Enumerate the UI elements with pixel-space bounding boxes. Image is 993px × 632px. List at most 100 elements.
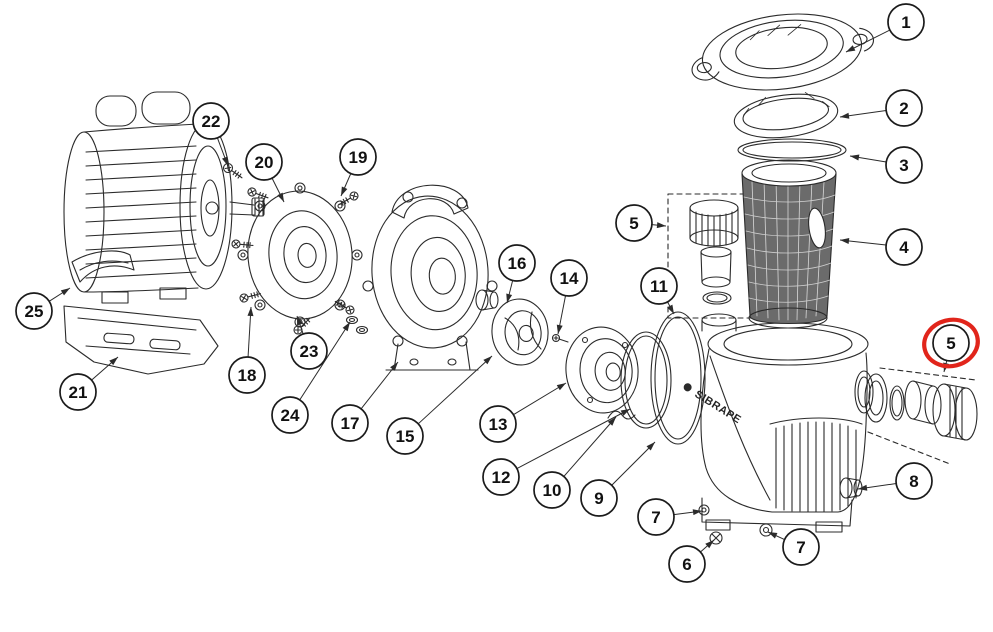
callout-number: 4 [899, 238, 909, 257]
callout-number: 25 [25, 302, 44, 321]
callout-number: 9 [594, 489, 603, 508]
callout-balloon [885, 89, 923, 127]
callout-arrowhead [768, 532, 778, 539]
callout-number: 11 [650, 277, 668, 296]
callout-balloon [59, 373, 97, 411]
callout-arrowhead [705, 540, 714, 549]
union-kit-right-drawing [864, 367, 978, 465]
callout-number: 23 [300, 342, 319, 361]
callout-number: 12 [492, 468, 511, 487]
callout-arrowhead [247, 307, 254, 317]
callout-balloon [640, 267, 678, 305]
callout-number: 8 [909, 472, 918, 491]
callout-arrowhead [667, 304, 674, 314]
callout-balloon [331, 404, 369, 442]
callout-arrowhead [506, 293, 513, 303]
callout-arrowhead [277, 192, 284, 202]
callout-number: 13 [489, 415, 508, 434]
callout-number: 7 [796, 538, 805, 557]
callout-balloon [580, 479, 618, 517]
pump-exploded-drawing: SIBRAPE [63, 13, 978, 545]
callout-number: 16 [508, 254, 527, 273]
callout-balloon [290, 332, 328, 370]
callout-number: 14 [560, 269, 579, 288]
callout-number: 15 [396, 427, 415, 446]
washers-drawing [345, 315, 369, 335]
callout-leader [513, 382, 567, 416]
callout-layer: 1234556778910111213141516171819202122232… [15, 3, 980, 583]
callout-number: 10 [543, 481, 562, 500]
callout-number: 5 [946, 334, 955, 353]
callout-arrowhead [556, 324, 563, 334]
callout-number: 1 [901, 13, 910, 32]
bracket-drawing [362, 184, 499, 371]
callout-balloon [637, 498, 675, 536]
brand-label: SIBRAPE [692, 388, 743, 426]
callout-leader [299, 321, 351, 401]
callout-balloon [482, 458, 520, 496]
impeller-drawing [491, 298, 549, 366]
callout-balloon [885, 146, 923, 184]
callout-number: 19 [349, 148, 368, 167]
callout-arrowhead [858, 484, 868, 491]
callout-balloon [885, 228, 923, 266]
callout-arrowhead [109, 357, 118, 366]
callout-number: 22 [202, 112, 221, 131]
callout-balloon [245, 143, 283, 181]
diffuser-oring-drawing [620, 331, 672, 429]
tank-body-drawing: SIBRAPE [683, 313, 874, 545]
callout-arrowhead [556, 383, 566, 391]
callout-balloon [339, 138, 377, 176]
callout-balloon [479, 405, 517, 443]
callout-arrowhead [297, 316, 303, 326]
callout-balloon [533, 471, 571, 509]
callout-balloon [932, 324, 970, 362]
callout-balloon [550, 259, 588, 297]
callout-leader [417, 355, 493, 425]
callout-arrowhead [656, 222, 666, 229]
callout-number: 17 [341, 414, 360, 433]
callout-leader [563, 416, 617, 477]
callout-balloon [498, 244, 536, 282]
callout-number: 2 [899, 99, 908, 118]
diffuser-drawing [565, 326, 639, 414]
callout-number: 18 [238, 366, 257, 385]
lid-oring-drawing [737, 138, 847, 162]
callout-arrowhead [60, 288, 70, 296]
callout-balloon [668, 545, 706, 583]
lid-drawing [691, 13, 874, 91]
union-kit-left-drawing [667, 193, 757, 319]
callout-arrowhead [620, 409, 630, 416]
callout-arrowhead [846, 45, 856, 52]
callout-balloon [228, 356, 266, 394]
callout-number: 5 [629, 214, 638, 233]
lid-seal-drawing [733, 92, 839, 139]
callout-number: 7 [651, 508, 660, 527]
callout-leader [516, 408, 631, 470]
callout-balloon [192, 102, 230, 140]
callout-arrowhead [840, 237, 850, 244]
callout-arrowhead [222, 156, 228, 166]
callout-arrowhead [607, 417, 616, 426]
callout-arrowhead [342, 322, 350, 332]
callout-number: 6 [682, 555, 691, 574]
motor-base-drawing [63, 305, 219, 375]
callout-number: 3 [899, 156, 908, 175]
callout-leader [360, 361, 399, 410]
callout-balloon [895, 462, 933, 500]
callout-arrowhead [483, 356, 492, 365]
motor-bolt-drawing [222, 162, 243, 179]
callout-number: 20 [255, 153, 274, 172]
callout-balloon [887, 3, 925, 41]
callout-arrowhead [850, 154, 860, 161]
callout-number: 24 [281, 406, 300, 425]
callout-balloon [15, 292, 53, 330]
seal-plate-drawing [237, 182, 363, 328]
callout-balloon [615, 204, 653, 242]
callout-arrowhead [840, 112, 850, 119]
callout-arrowhead [390, 362, 398, 371]
tank-gasket-drawing [650, 311, 706, 445]
highlight-circle [922, 317, 980, 369]
